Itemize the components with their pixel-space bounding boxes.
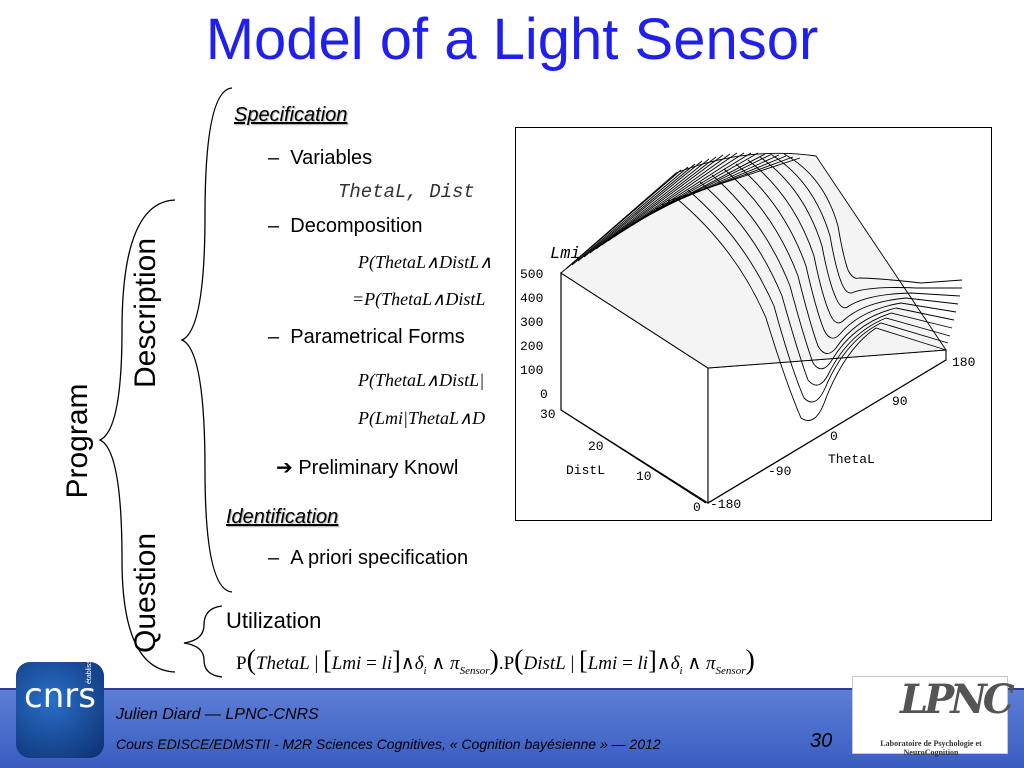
- surface-line: [607, 153, 731, 242]
- parametrical-label: Parametrical Forms: [290, 326, 465, 348]
- variables-label: Variables: [290, 147, 373, 169]
- decomposition-label: Decomposition: [290, 215, 423, 237]
- footer-author: Julien Diard — LPNC-CNRS: [116, 706, 319, 723]
- lpnc-logo: [852, 676, 1008, 754]
- thetal-axis-line: [707, 359, 947, 504]
- ridge-curve: [735, 163, 957, 339]
- thetal-tick: 180: [952, 355, 975, 370]
- z-axis-label: Lmi: [550, 245, 581, 264]
- z-tick: 100: [520, 363, 543, 378]
- distl-tick: 30: [540, 407, 556, 422]
- variables-item: – Variables: [268, 147, 372, 170]
- slide-title: Model of a Light Sensor: [205, 7, 819, 72]
- dash: –: [268, 547, 291, 569]
- thetal-tick: 0: [830, 429, 838, 444]
- description-label: Description: [129, 237, 162, 389]
- identification-heading: Identification: [226, 506, 339, 528]
- param-formula-2: P(Lmi|ThetaL∧D: [358, 408, 486, 428]
- surface-plot-svg: Lmi 500 400 300 200 100 0 30 20 DistL 10…: [520, 152, 975, 515]
- identification-item: – A priori specification: [268, 547, 468, 570]
- surface-line: [661, 156, 794, 206]
- arrow-right-icon: ➔: [276, 457, 299, 479]
- z-tick: 400: [520, 291, 543, 306]
- cnrs-logo-subtext: établissement du développement: [86, 581, 93, 684]
- ridge-curve: [747, 159, 959, 324]
- ridge-curve: [771, 154, 962, 294]
- distl-tick: 10: [636, 469, 652, 484]
- distl-tick: 0: [693, 500, 701, 515]
- surface-line: [565, 169, 682, 270]
- surface-line: [649, 154, 780, 214]
- cnrs-logo-text: cnrs: [24, 676, 96, 716]
- identification-item-label: A priori specification: [290, 547, 469, 569]
- question-label: Question: [129, 532, 162, 653]
- thetal-tick: -180: [710, 497, 741, 512]
- parametrical-item: – Parametrical Forms: [268, 326, 465, 349]
- ridge-curve: [723, 168, 955, 354]
- cnrs-logo: [16, 662, 104, 758]
- utilization-heading: Utilization: [226, 608, 322, 633]
- footer-course: Cours EDISCE/EDMSTII - M2R Sciences Cogn…: [116, 736, 661, 752]
- right-face: [707, 349, 947, 504]
- surface-line: [571, 166, 689, 266]
- dash: –: [268, 215, 291, 237]
- specification-heading: Specification: [234, 104, 348, 126]
- variables-value: ThetaL, Dist: [338, 181, 475, 203]
- decomposition-formula-1: P(ThetaL∧DistL∧: [358, 252, 493, 272]
- distl-tick: 20: [588, 439, 604, 454]
- surface-line: [583, 160, 703, 258]
- ridge-curve: [759, 156, 961, 309]
- lpnc-logo-mark: LPNC: [900, 676, 1015, 723]
- z-tick: 0: [540, 387, 548, 402]
- ridge-curve: [699, 181, 951, 386]
- ridge-curve: [783, 153, 963, 284]
- z-tick: 300: [520, 315, 543, 330]
- ridge-curve: [675, 197, 947, 421]
- preliminary-label: Preliminary Knowl: [298, 457, 459, 479]
- page-number: 30: [810, 730, 833, 752]
- thetal-tick: 90: [892, 394, 908, 409]
- dash: –: [268, 147, 291, 169]
- distl-axis-line: [560, 409, 707, 504]
- decomposition-item: – Decomposition: [268, 215, 423, 238]
- thetal-tick: -90: [768, 464, 791, 479]
- question-brace: [183, 605, 223, 678]
- ridge-curve: [687, 189, 949, 403]
- surface-plot: Lmi 500 400 300 200 100 0 30 20 DistL 10…: [515, 127, 992, 521]
- param-formula-1: P(ThetaL∧DistL|: [358, 370, 485, 390]
- z-tick: 200: [520, 339, 543, 354]
- dash: –: [268, 326, 291, 348]
- program-label: Program: [61, 383, 94, 499]
- surface-line: [613, 152, 738, 238]
- surface-line: [667, 157, 801, 202]
- surface-lines: [560, 152, 963, 421]
- utilization-formula: P(ThetaL | [Lmi = li]∧δi ∧ πSensor).P(Di…: [236, 645, 755, 677]
- surface-line: [577, 163, 696, 262]
- preliminary-item: ➔ Preliminary Knowl: [276, 455, 458, 480]
- surface-line: [655, 155, 787, 210]
- decomposition-formula-2: =P(ThetaL∧DistL: [352, 289, 486, 309]
- distl-axis-label: DistL: [566, 463, 605, 478]
- description-brace: [180, 87, 233, 593]
- surface-line: [589, 158, 710, 254]
- lpnc-logo-text: Laboratoire de Psychologie et NeuroCogni…: [880, 739, 982, 757]
- surface-line: [595, 156, 717, 250]
- plot-box-edges: [560, 271, 947, 504]
- program-brace: [98, 199, 176, 673]
- surface-line: [601, 154, 724, 246]
- thetal-axis-label: ThetaL: [828, 452, 875, 467]
- z-tick: 500: [520, 267, 543, 282]
- ridge-curve: [711, 174, 953, 370]
